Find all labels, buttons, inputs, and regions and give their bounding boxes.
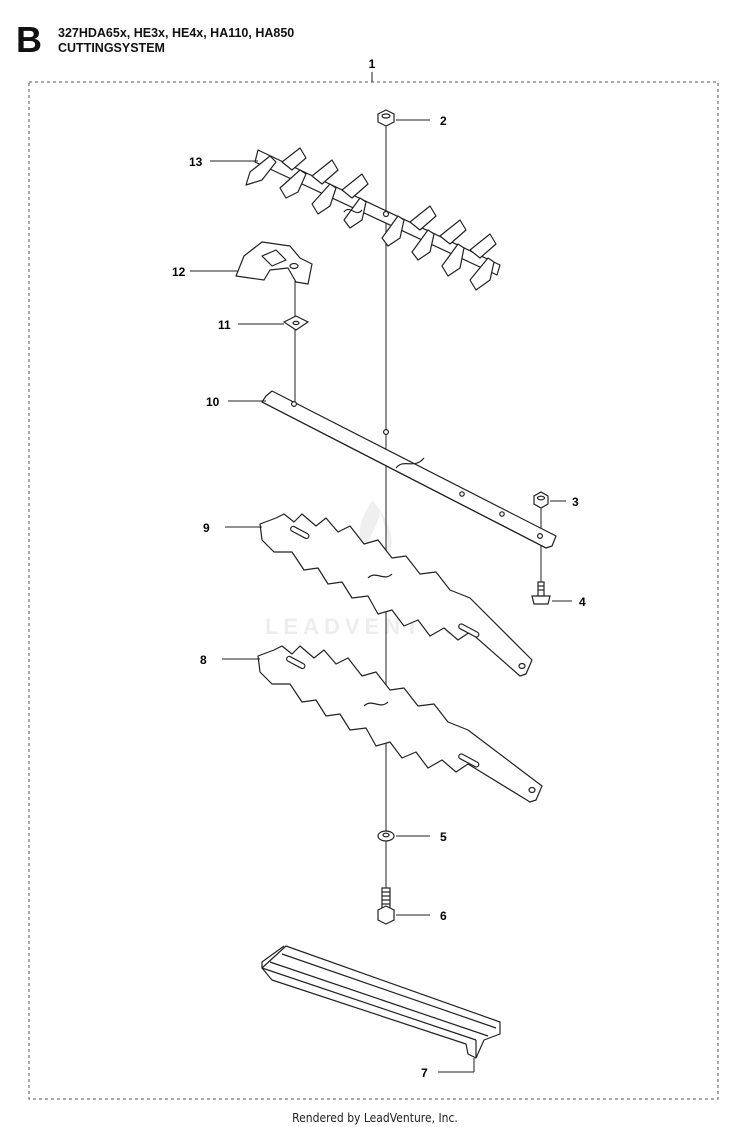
model-list: 327HDA65x, HE3x, HE4x, HA110, HA850 bbox=[58, 26, 295, 40]
callout-label-6[interactable]: 6 bbox=[440, 909, 447, 923]
callout-label-8[interactable]: 8 bbox=[200, 653, 207, 667]
blade-lower-8[interactable] bbox=[257, 645, 543, 803]
callout-label-5[interactable]: 5 bbox=[440, 830, 447, 844]
callout-label-12[interactable]: 12 bbox=[172, 265, 186, 279]
nut-3[interactable] bbox=[533, 491, 549, 509]
callout-label-13[interactable]: 13 bbox=[189, 155, 203, 169]
nut-2[interactable] bbox=[377, 109, 395, 127]
section-letter: B bbox=[16, 19, 42, 60]
callout-label-1[interactable]: 1 bbox=[369, 57, 376, 71]
callout-label-10[interactable]: 10 bbox=[206, 395, 220, 409]
washer-5[interactable] bbox=[377, 830, 395, 842]
assembly-frame bbox=[28, 81, 719, 1100]
callout-label-3[interactable]: 3 bbox=[572, 495, 579, 509]
footer-credit: Rendered by LeadVenture, Inc. bbox=[292, 1111, 458, 1125]
callout-label-9[interactable]: 9 bbox=[203, 521, 210, 535]
bolt-6[interactable] bbox=[377, 887, 395, 925]
diagram-subtitle: CUTTINGSYSTEM bbox=[58, 41, 165, 55]
screw-4[interactable] bbox=[531, 581, 551, 605]
support-bar-10[interactable] bbox=[261, 390, 557, 549]
blade-upper-9[interactable] bbox=[259, 513, 533, 677]
callout-label-4[interactable]: 4 bbox=[579, 595, 586, 609]
blade-top-13[interactable] bbox=[245, 147, 501, 291]
blade-guard-7[interactable] bbox=[261, 945, 501, 1059]
washer-square-11[interactable] bbox=[282, 315, 310, 331]
clamp-12[interactable] bbox=[235, 241, 313, 285]
callout-label-11[interactable]: 11 bbox=[218, 318, 231, 332]
callout-label-7[interactable]: 7 bbox=[421, 1066, 428, 1080]
callout-label-2[interactable]: 2 bbox=[440, 114, 447, 128]
